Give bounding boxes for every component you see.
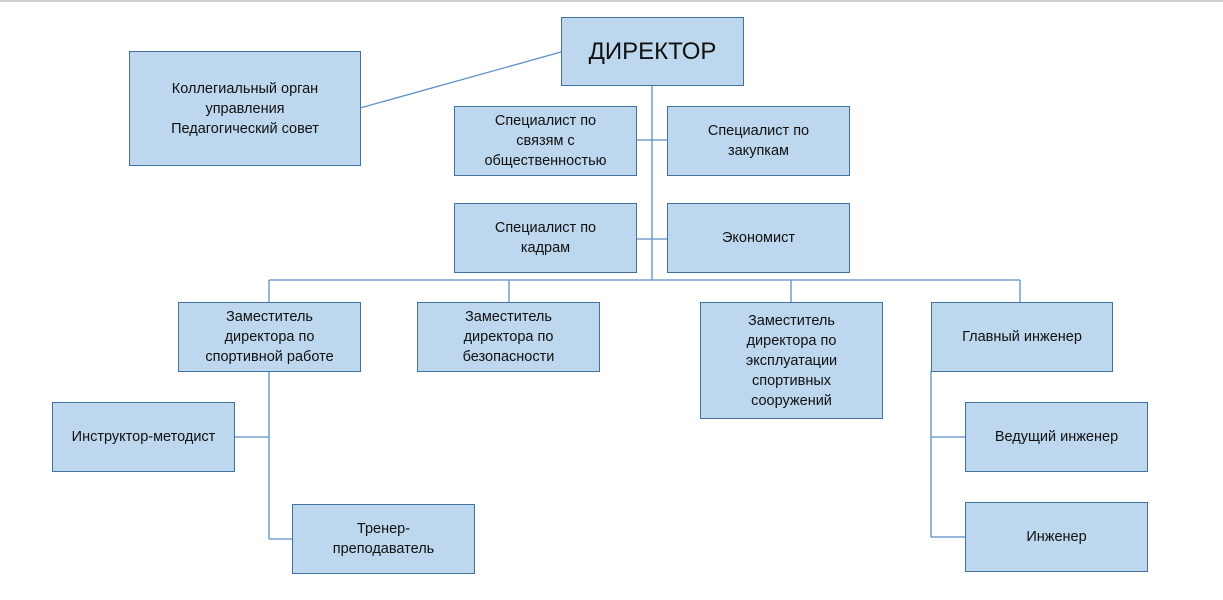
node-deputy-sport: Заместитель директора по спортивной рабо… — [178, 302, 361, 372]
node-coach: Тренер- преподаватель — [292, 504, 475, 574]
node-deputy-facilities: Заместитель директора по эксплуатации сп… — [700, 302, 883, 419]
line-director-collegial — [359, 51, 562, 109]
node-deputy-security: Заместитель директора по безопасности — [417, 302, 600, 372]
node-director: ДИРЕКТОР — [561, 17, 744, 86]
node-hr-specialist: Специалист по кадрам — [454, 203, 637, 273]
node-procurement-specialist: Специалист по закупкам — [667, 106, 850, 176]
node-lead-engineer: Ведущий инженер — [965, 402, 1148, 472]
node-collegial-body: Коллегиальный орган управления Педагогич… — [129, 51, 361, 166]
node-economist: Экономист — [667, 203, 850, 273]
node-instructor: Инструктор-методист — [52, 402, 235, 472]
node-chief-engineer: Главный инженер — [931, 302, 1113, 372]
node-pr-specialist: Специалист по связям с общественностью — [454, 106, 637, 176]
node-engineer: Инженер — [965, 502, 1148, 572]
